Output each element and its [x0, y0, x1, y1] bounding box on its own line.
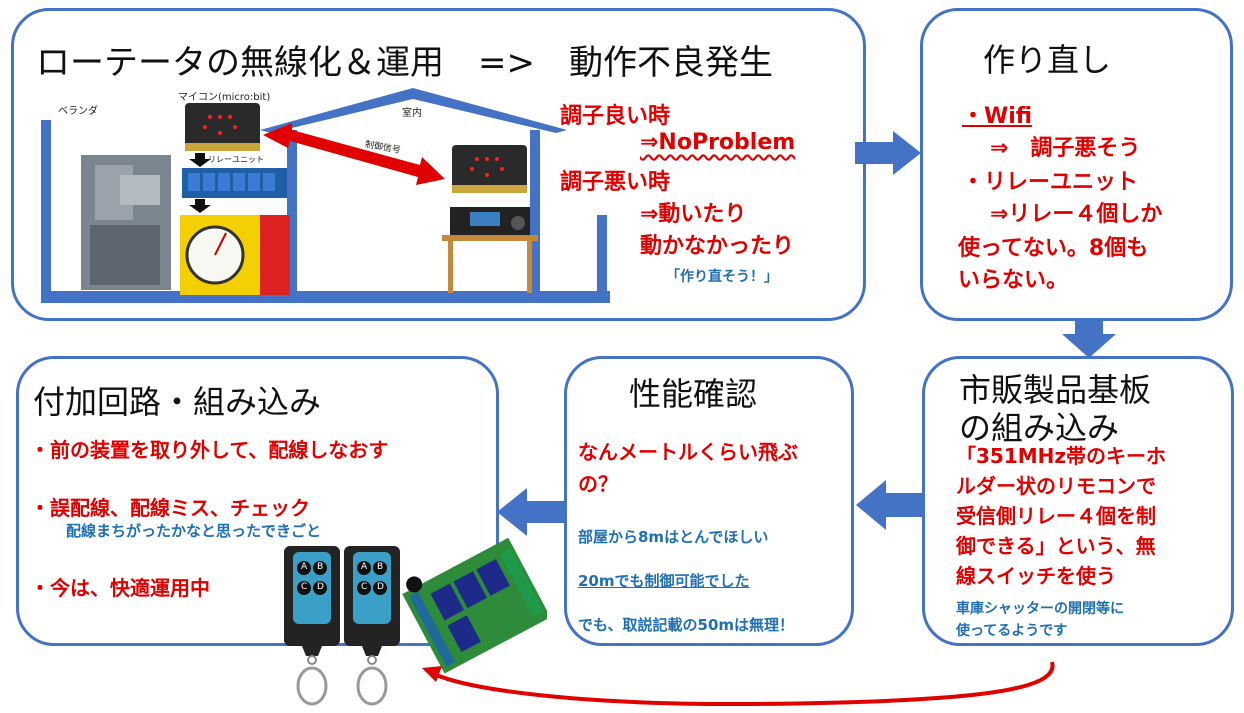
box3-body4: 御できる」という、無: [956, 534, 1156, 558]
arrow-left-4: [497, 488, 565, 536]
box3-body2: ルダー状のリモコンで: [956, 474, 1156, 498]
remote-right-button-b: B: [377, 562, 384, 572]
box2-title: 作り直し: [983, 41, 1112, 79]
box4-line1: 部屋から8mはとんでほしい: [578, 528, 769, 546]
box3-title-line1: 市販製品基板: [959, 371, 1152, 409]
keyfob-remote-right: [344, 546, 400, 706]
status-bad-result1: ⇒動いたり: [640, 202, 747, 227]
house-illustration: [41, 88, 610, 303]
box2-line6: いらない。: [958, 268, 1069, 293]
box4-line2: 20mでも制御可能でした: [578, 572, 750, 590]
arrow-right-1: [855, 131, 921, 175]
box4-question-line2: の？: [578, 472, 618, 496]
remote-right-button-d: D: [377, 582, 384, 592]
red-return-arrow: [422, 661, 1055, 707]
box2-line4: ⇒リレー４個しか: [990, 202, 1163, 227]
box3-title-line2: の組み込み: [959, 409, 1120, 447]
box3-body1: 「351MHz帯のキーホ: [956, 444, 1167, 468]
box4-line3: でも、取説記載の50mは無理！: [578, 616, 795, 634]
status-good: 調子良い時: [560, 104, 671, 129]
status-bad-result2: 動かなかったり: [640, 234, 795, 259]
box-commercial-board: 市販製品基板 の組み込み: [922, 356, 1234, 646]
status-note: 「作り直そう！」: [666, 269, 778, 285]
remote-left-button-d: D: [317, 582, 324, 592]
arrow-down-2: [1062, 318, 1116, 358]
box3-body3: 受信側リレー４個を制: [956, 504, 1156, 528]
box2-line2: ⇒ 調子悪そう: [990, 136, 1141, 161]
label-indoor: 室内: [402, 108, 422, 119]
remote-right-button-a: A: [361, 562, 368, 572]
keyfob-remote-left: [284, 546, 340, 706]
box5-item2-note: 配線まちがったかなと思ったできごと: [66, 522, 322, 540]
box4-title: 性能確認: [629, 375, 758, 413]
label-relay-unit: リレーユニット: [208, 155, 264, 164]
label-microbit: マイコン(micro:bit): [178, 92, 271, 103]
remote-left-button-b: B: [317, 562, 324, 572]
remote-left-button-a: A: [301, 562, 308, 572]
box-performance-check: 性能確認: [564, 356, 854, 646]
box5-item2: ・誤配線、配線ミス、チェック: [30, 496, 310, 520]
box5-item1: ・前の装置を取り外して、配線しなおす: [30, 438, 389, 462]
box3-note1: 車庫シャッターの開閉等に: [956, 601, 1124, 617]
box3-body5: 線スイッチを使う: [956, 564, 1116, 588]
receiver-relay-board: [402, 538, 547, 674]
box2-line1: ・Wifi: [962, 104, 1033, 129]
box3-note2: 使ってるようです: [956, 623, 1068, 639]
box4-question-line1: なんメートルくらい飛ぶ: [578, 440, 798, 464]
arrow-left-3: [856, 480, 924, 530]
box1-title: ローテータの無線化＆運用 => 動作不良発生: [36, 43, 773, 83]
status-bad: 調子悪い時: [560, 170, 671, 195]
box5-item3: ・今は、快適運用中: [30, 576, 210, 600]
box5-title: 付加回路・組み込み: [33, 383, 322, 421]
remote-illustration: [284, 538, 547, 706]
box2-line5: 使ってない。8個も: [958, 236, 1149, 261]
box-rebuild: 作り直し: [920, 8, 1233, 321]
remote-left-button-c: C: [301, 582, 308, 592]
label-veranda: ベランダ: [58, 106, 98, 117]
box2-line3: ・リレーユニット: [962, 170, 1139, 195]
status-good-result: ⇒NoProblem: [640, 130, 796, 155]
remote-right-button-c: C: [361, 582, 368, 592]
